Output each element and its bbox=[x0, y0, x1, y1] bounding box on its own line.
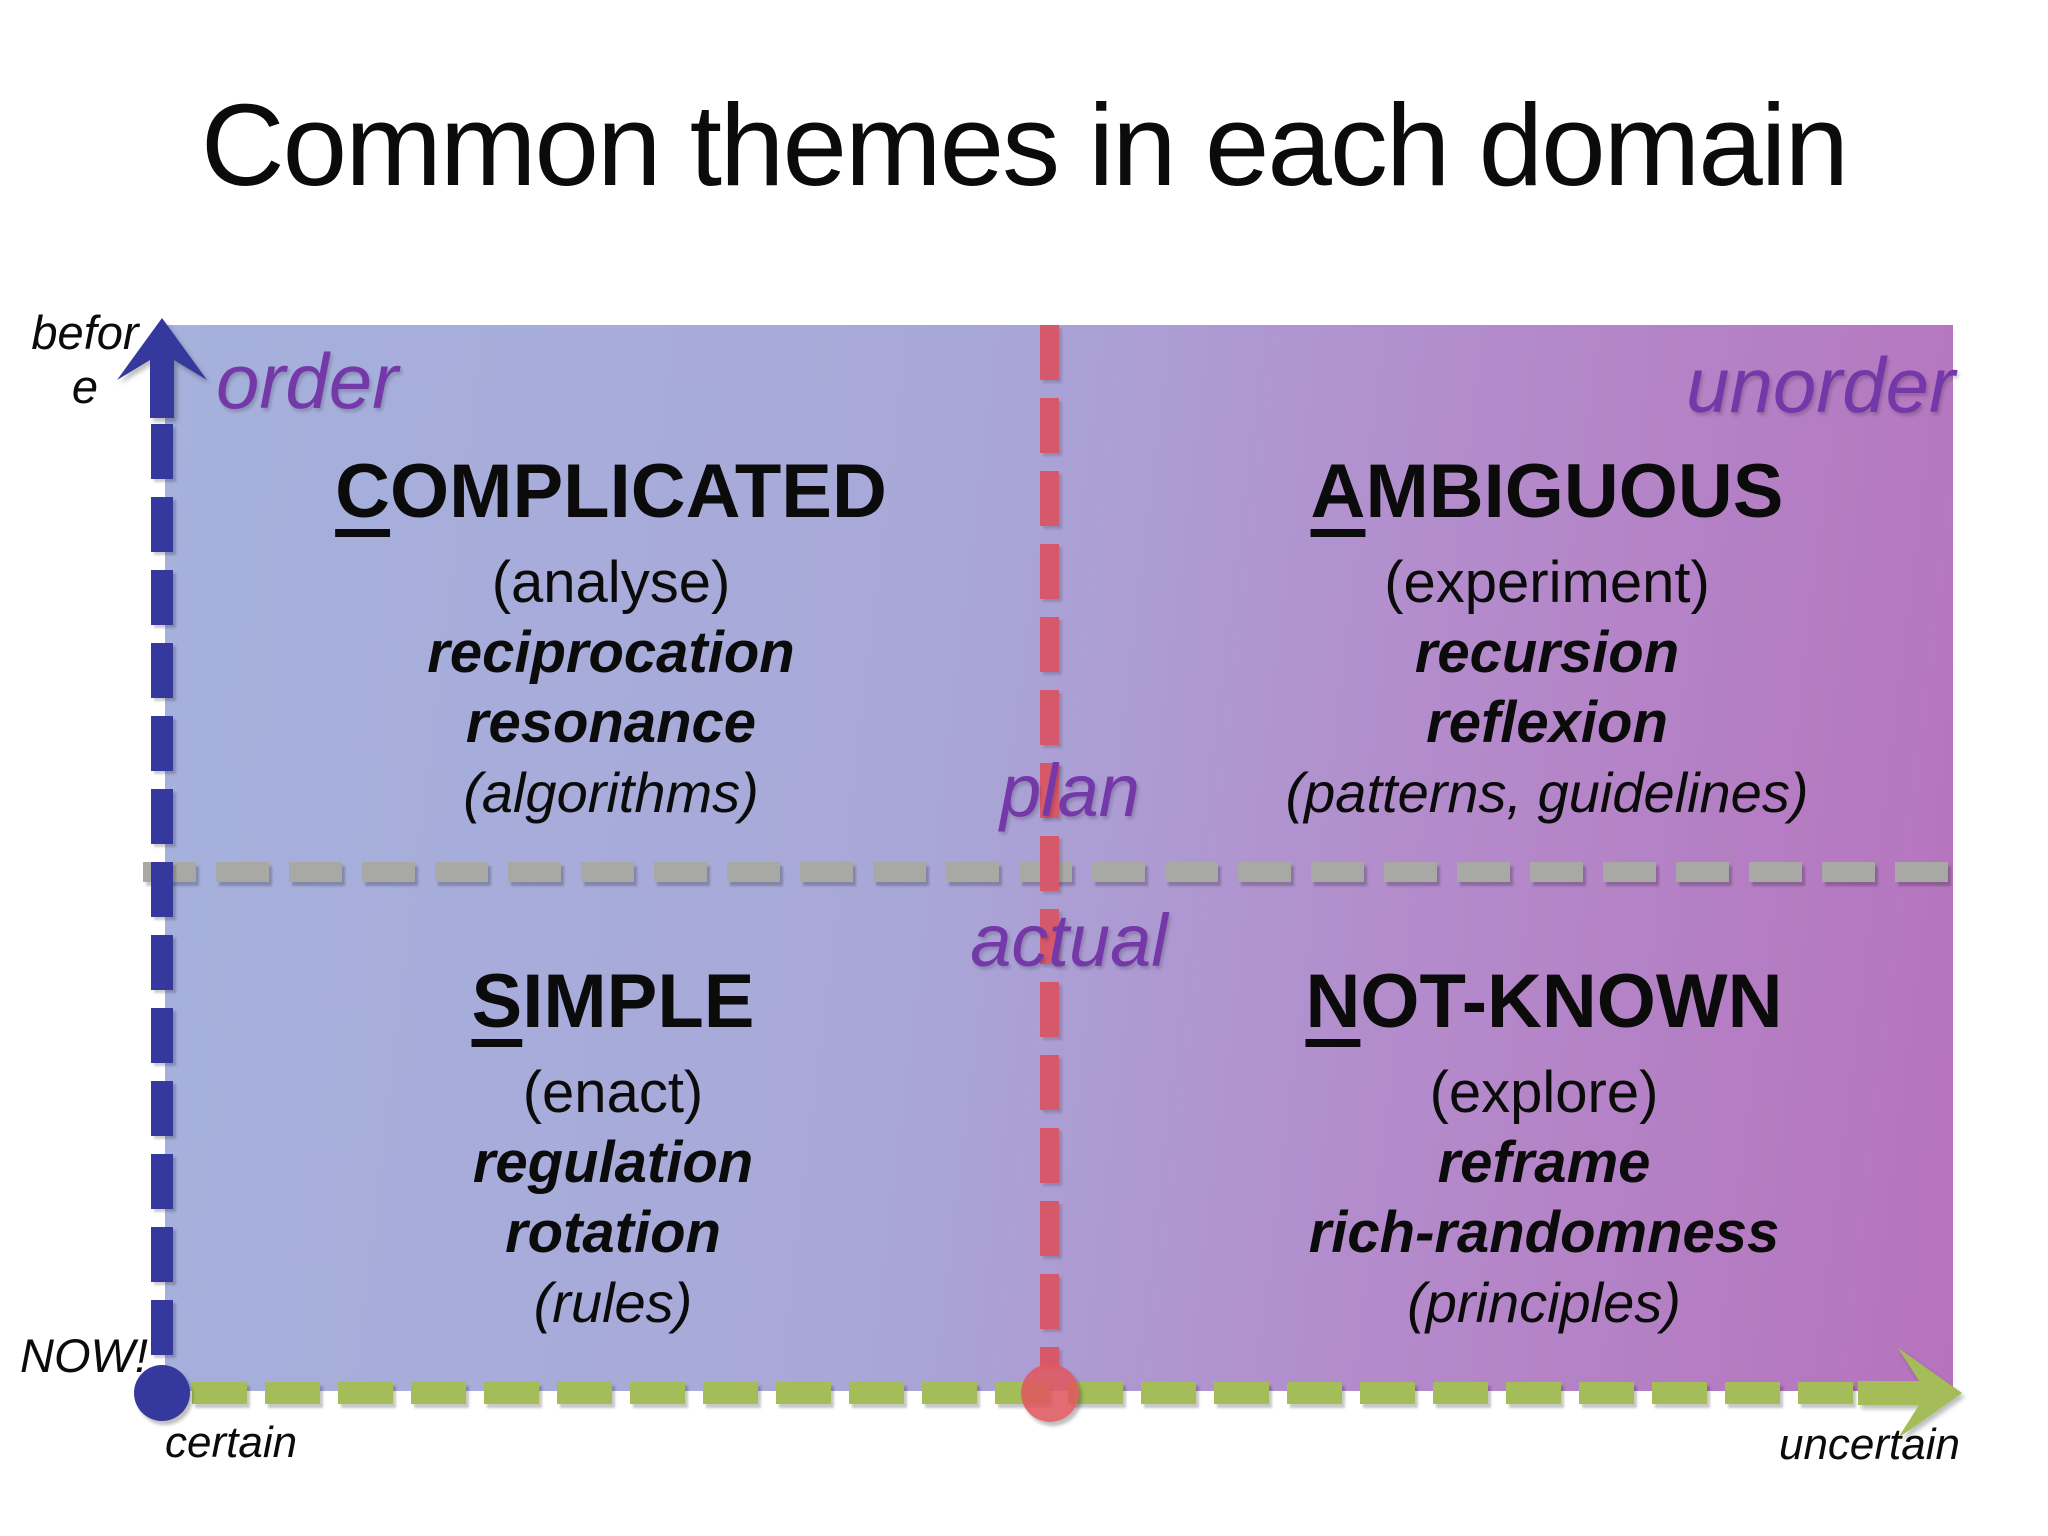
quadrant-action: (enact) bbox=[522, 1060, 704, 1125]
quadrant-action: (experiment) bbox=[1384, 550, 1710, 615]
right-arrow-icon bbox=[1858, 1348, 1962, 1438]
quadrant-title-first-letter: A bbox=[1310, 449, 1366, 534]
axis-label-uncertain: uncertain bbox=[1778, 1420, 1960, 1469]
quadrant-theme: regulation bbox=[472, 1130, 754, 1195]
divider-label-plan: plan bbox=[1000, 749, 1140, 832]
axis-label-before-line1: befor bbox=[31, 306, 139, 359]
quadrant-title: SIMPLE bbox=[263, 956, 963, 1048]
quadrant-theme: rotation bbox=[505, 1200, 721, 1265]
quadrant-note: (algorithms) bbox=[463, 761, 759, 824]
quadrant-title: COMPLICATED bbox=[261, 446, 961, 538]
quadrant-title: AMBIGUOUS bbox=[1197, 446, 1897, 538]
axis-label-now: NOW! bbox=[20, 1329, 148, 1382]
axis-label-certain: certain bbox=[165, 1418, 298, 1467]
quadrant-ambiguous: AMBIGUOUS (experiment) recursion reflexi… bbox=[1197, 446, 1897, 828]
quadrant-action: (explore) bbox=[1429, 1060, 1659, 1125]
quadrant-theme: reframe bbox=[1437, 1130, 1651, 1195]
quadrant-title-rest: OMPLICATED bbox=[390, 449, 887, 534]
region-label-unorder: unorder bbox=[1686, 341, 1955, 429]
quadrant-title-rest: IMPLE bbox=[522, 959, 755, 1044]
quadrant-theme: rich-randomness bbox=[1308, 1200, 1780, 1265]
quadrant-theme: reflexion bbox=[1426, 690, 1668, 755]
axis-label-before: befor e bbox=[24, 306, 146, 414]
origin-point-now bbox=[134, 1365, 190, 1421]
quadrant-gradient-panel bbox=[165, 325, 1953, 1391]
quadrant-title-rest: OT-KNOWN bbox=[1360, 959, 1783, 1044]
quadrant-action: (analyse) bbox=[491, 550, 731, 615]
quadrant-note: (patterns, guidelines) bbox=[1285, 761, 1809, 824]
quadrant-note: (principles) bbox=[1407, 1271, 1681, 1334]
quadrant-title: NOT-KNOWN bbox=[1194, 956, 1894, 1048]
quadrant-complicated: COMPLICATED (analyse) reciprocation reso… bbox=[261, 446, 961, 828]
quadrant-title-rest: MBIGUOUS bbox=[1365, 449, 1784, 534]
quadrant-title-first-letter: N bbox=[1305, 959, 1361, 1044]
axis-label-before-line2: e bbox=[71, 360, 99, 413]
up-arrow-icon bbox=[117, 318, 207, 418]
quadrant-theme: resonance bbox=[465, 690, 757, 755]
divider-label-actual: actual bbox=[970, 899, 1168, 982]
vertical-divider-line bbox=[1040, 325, 1059, 1367]
quadrant-note: (rules) bbox=[533, 1271, 693, 1334]
region-label-order: order bbox=[216, 337, 399, 425]
page-title: Common themes in each domain bbox=[200, 80, 1849, 210]
quadrant-not-known: NOT-KNOWN (explore) reframe rich-randomn… bbox=[1194, 956, 1894, 1338]
quadrant-title-first-letter: S bbox=[471, 959, 523, 1044]
actual-point-marker bbox=[1021, 1364, 1079, 1422]
quadrant-simple: SIMPLE (enact) regulation rotation (rule… bbox=[263, 956, 963, 1338]
quadrant-theme: reciprocation bbox=[427, 620, 795, 685]
quadrant-theme: recursion bbox=[1414, 620, 1680, 685]
quadrant-title-first-letter: C bbox=[335, 449, 391, 534]
vertical-axis-line bbox=[151, 424, 173, 1392]
